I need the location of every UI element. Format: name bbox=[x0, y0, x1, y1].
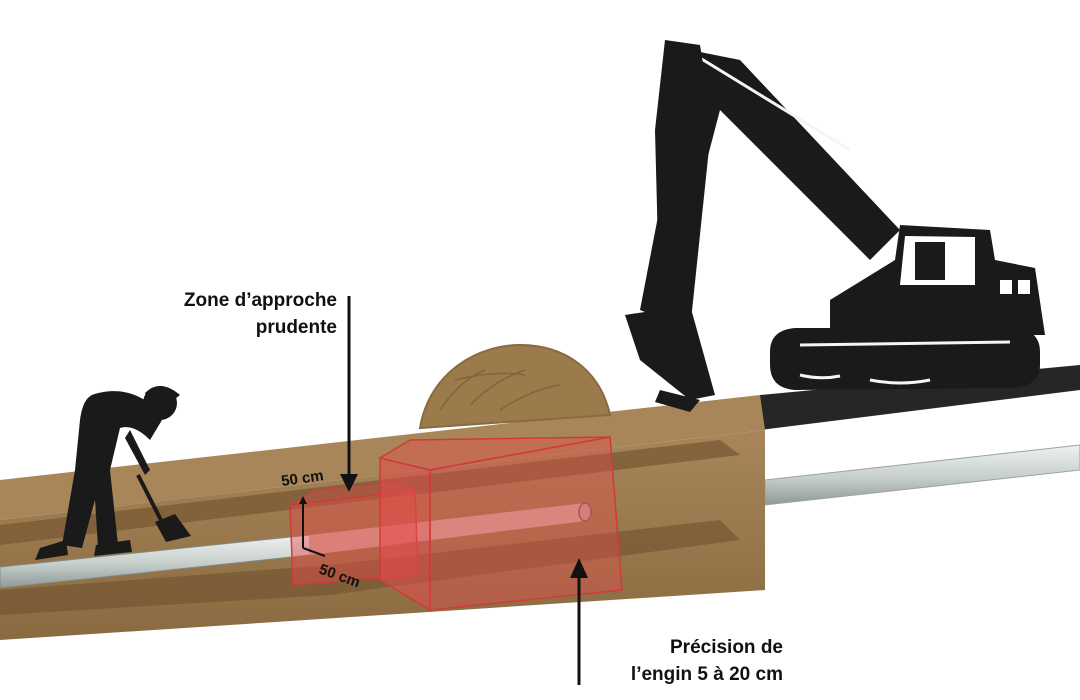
dim-vertical-label: 50 cm bbox=[280, 467, 324, 490]
excavator-icon bbox=[625, 40, 1045, 412]
arrow-down-icon bbox=[340, 296, 358, 492]
precision-zone-box bbox=[378, 436, 623, 612]
soil-mound bbox=[418, 343, 612, 430]
pipe-end bbox=[578, 502, 592, 522]
precision-line1: Précision de bbox=[670, 637, 783, 658]
approach-zone-line2: prudente bbox=[255, 317, 337, 338]
dim-horizontal-line bbox=[302, 547, 326, 557]
precision-label: Précision de l’engin 5 à 20 cm bbox=[608, 634, 783, 688]
approach-zone-line1: Zone d’approche bbox=[183, 290, 337, 311]
road-pipe bbox=[764, 444, 1080, 506]
soil-mound-texture bbox=[439, 369, 561, 411]
buried-pipe bbox=[0, 502, 592, 589]
approach-zone-label: Zone d’approche prudente bbox=[172, 287, 337, 341]
precision-zone-side bbox=[429, 436, 623, 611]
soil-top-surface bbox=[0, 395, 765, 520]
arrow-up-icon bbox=[570, 558, 588, 685]
worker-with-shovel-icon bbox=[35, 385, 191, 560]
precision-line2: l’engin 5 à 20 cm bbox=[630, 664, 783, 685]
trench-upper-layer bbox=[0, 440, 740, 545]
dim-vertical-arrowhead bbox=[299, 496, 307, 504]
pipe-body-inside-zone bbox=[310, 503, 585, 555]
trench-lower-layer bbox=[0, 520, 740, 615]
